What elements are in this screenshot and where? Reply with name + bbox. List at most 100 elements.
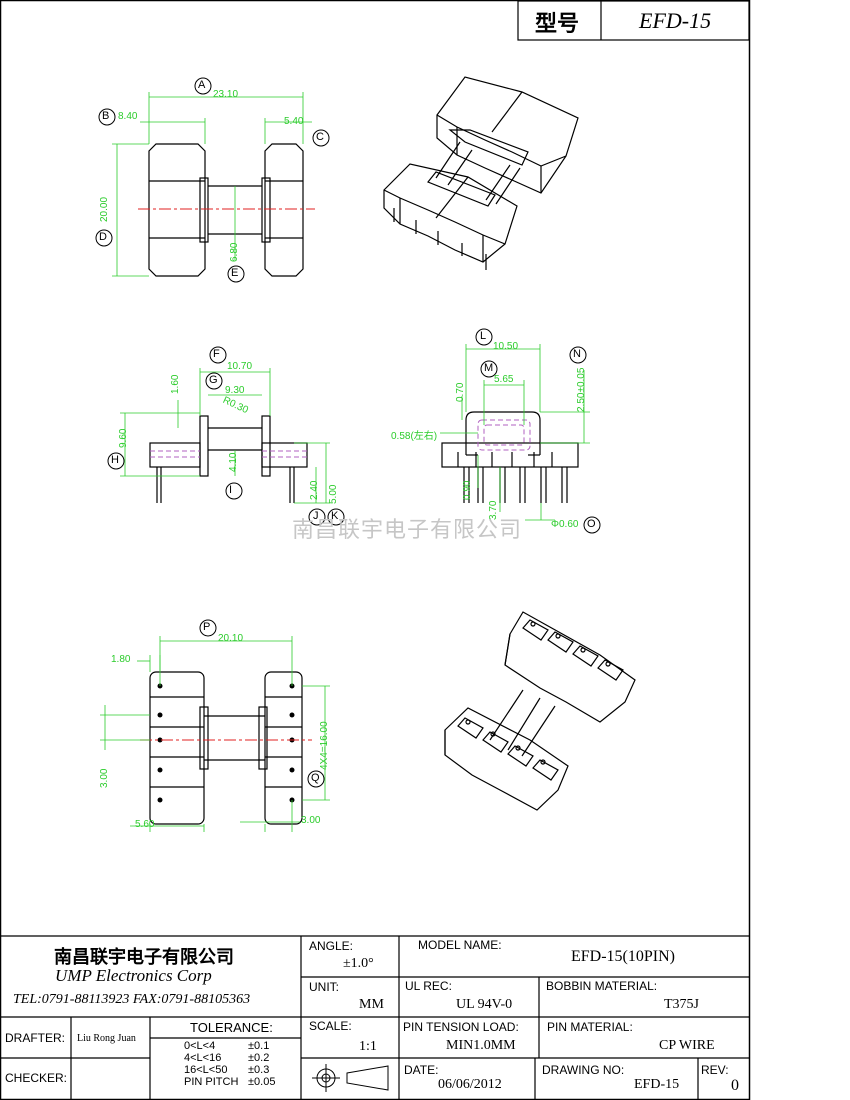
marker-e: E: [231, 267, 239, 279]
company-contact: TEL:0791-88113923 FAX:0791-88105363: [13, 992, 251, 1007]
model-name-label: MODEL NAME:: [418, 938, 502, 952]
drafter-value: Liu Rong Juan: [77, 1033, 136, 1044]
marker-b: B: [102, 110, 110, 122]
marker-k: K: [331, 510, 339, 522]
dim-s4-bottom: 3.00: [301, 815, 321, 826]
model-name-value: EFD-15(10PIN): [571, 948, 675, 965]
marker-o: O: [587, 518, 596, 530]
marker-d: D: [99, 231, 107, 243]
side-view: [441, 411, 579, 503]
header-type-label: 型号: [535, 12, 580, 37]
tolerance-range: PIN PITCH: [184, 1076, 239, 1088]
bobbin-material-value: T375J: [664, 997, 699, 1012]
company-cn: 南昌联宇电子有限公司: [54, 947, 234, 968]
rev-value: 0: [731, 1077, 739, 1094]
scale-label: SCALE:: [309, 1019, 352, 1033]
marker-f: F: [213, 348, 220, 360]
ul-rec-label: UL REC:: [405, 979, 452, 993]
front-dims: [120, 368, 330, 504]
dim-s1-bottom: 1.80: [111, 654, 131, 665]
dim-a: 23.10: [213, 89, 239, 100]
bottom-view: [149, 671, 303, 825]
dim-h: 9.60: [118, 428, 129, 448]
marker-m: M: [484, 362, 494, 374]
tolerance-range: 16<L<50: [184, 1064, 228, 1076]
ul-rec-value: UL 94V-0: [456, 997, 513, 1012]
marker-p: P: [203, 621, 211, 633]
marker-n: N: [573, 348, 581, 360]
dim-k: 5.00: [328, 484, 339, 504]
dim-s3-bottom: 5.60: [135, 819, 155, 830]
tolerance-label: TOLERANCE:: [190, 1020, 273, 1035]
dim-wall: 0.58(左右): [391, 431, 438, 442]
tolerance-range: 4<L<16: [184, 1052, 222, 1064]
sheet-border: [0, 0, 751, 1100]
marker-h: H: [111, 454, 119, 466]
marker-g: G: [209, 374, 218, 386]
dim-d: 20.00: [99, 196, 110, 222]
marker-j: J: [313, 510, 319, 522]
bobbin-material-label: BOBBIN MATERIAL:: [546, 979, 658, 993]
marker-c: C: [316, 131, 324, 143]
drafter-label: DRAFTER:: [5, 1031, 65, 1045]
dim-c: 5.40: [284, 116, 304, 127]
tolerance-value: ±0.2: [248, 1052, 270, 1064]
angle-label: ANGLE:: [309, 939, 354, 953]
marker-q: Q: [311, 772, 320, 784]
date-label: DATE:: [404, 1063, 439, 1077]
pin-material-value: CP WIRE: [659, 1038, 715, 1053]
scale-value: 1:1: [359, 1039, 377, 1054]
dim-p: 20.10: [218, 633, 244, 644]
dim-b: 8.40: [118, 111, 138, 122]
dim-i: 4.10: [228, 452, 239, 472]
marker-i: I: [229, 484, 233, 496]
dim-q: 4X4=16.00: [319, 721, 330, 770]
unit-label: UNIT:: [309, 980, 339, 994]
dim-e: 6.80: [229, 242, 240, 262]
dim-n: 2.50±0.05: [576, 367, 587, 412]
top-view: [148, 143, 304, 277]
company-en: UMP Electronics Corp: [55, 966, 212, 985]
iso-view-top: [383, 76, 579, 270]
front-hidden: [150, 450, 307, 458]
side-hidden: [477, 419, 531, 451]
projection-symbol: [312, 1064, 389, 1092]
side-dims: [440, 344, 590, 521]
marker-a: A: [198, 79, 206, 91]
marker-circles: [95, 77, 601, 788]
dim-s2-side: 0.90: [462, 480, 473, 500]
dim-s1-front: 1.60: [170, 374, 181, 394]
dim-f: 10.70: [227, 361, 253, 372]
checker-label: CHECKER:: [5, 1071, 68, 1085]
dim-m: 5.65: [494, 374, 514, 385]
tolerance-value: ±0.05: [248, 1076, 276, 1088]
dim-s2-bottom: 3.00: [99, 768, 110, 788]
title-block-lines: [0, 935, 750, 1100]
pin-tension-label: PIN TENSION LOAD:: [403, 1020, 519, 1034]
header-model: EFD-15: [639, 8, 712, 33]
unit-value: MM: [359, 997, 384, 1012]
tolerance-value: ±0.3: [248, 1064, 270, 1076]
dim-l: 10.50: [493, 341, 519, 352]
dim-j: 2.40: [309, 480, 320, 500]
front-view: [149, 415, 308, 503]
drawing-no-label: DRAWING NO:: [542, 1063, 625, 1077]
rev-label: REV:: [701, 1063, 729, 1077]
tolerance-value: ±0.1: [248, 1040, 270, 1052]
dim-o: Φ0.60: [551, 519, 579, 530]
angle-value: ±1.0°: [343, 956, 374, 971]
header-box: [517, 0, 750, 41]
watermark: 南昌联宇电子有限公司: [292, 518, 523, 543]
pin-material-label: PIN MATERIAL:: [547, 1020, 633, 1034]
drawing-no-value: EFD-15: [634, 1077, 680, 1092]
dim-g: 9.30: [225, 385, 245, 396]
dim-s1-side: 0.70: [455, 382, 466, 402]
pin-tension-value: MIN1.0MM: [446, 1038, 516, 1053]
top-dims: [112, 92, 312, 277]
bottom-dims: [100, 636, 330, 832]
tolerance-range: 0<L<4: [184, 1040, 216, 1052]
bottom-pins: [157, 683, 295, 803]
iso-view-bottom: [444, 611, 636, 811]
